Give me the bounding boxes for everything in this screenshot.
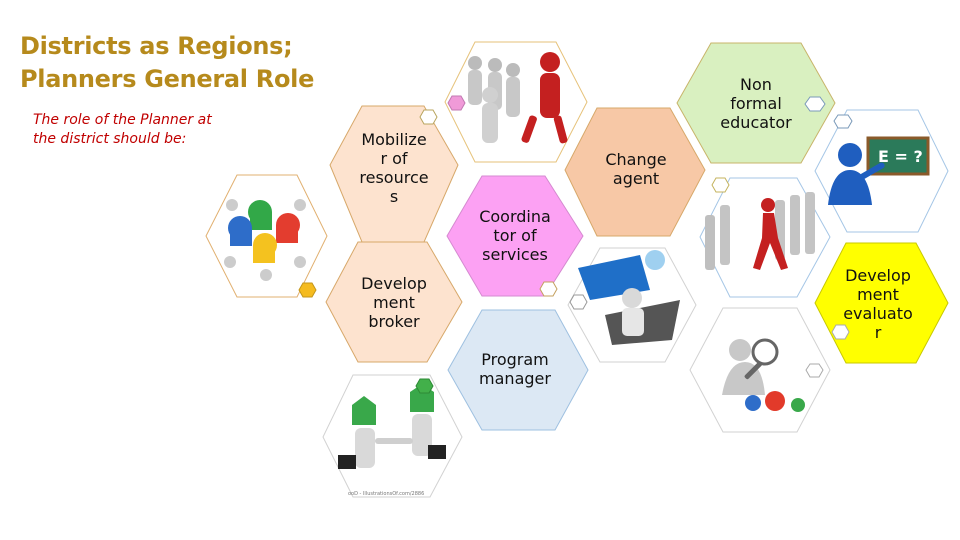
role-hex-program-manager <box>447 309 589 431</box>
teacher-blackboard-icon: E = ? <box>828 136 930 205</box>
svg-text:E = ?: E = ? <box>878 147 923 166</box>
image-hex-teamwork <box>205 174 328 298</box>
watermark: ooD - IllustrationsOf.com/2886 <box>348 491 424 497</box>
teamwork-puzzle-people-icon <box>224 199 306 281</box>
role-label-change-agent: Change agent <box>605 150 667 188</box>
runner-breaking-out-icon <box>705 192 815 270</box>
handshake-business-icon: ooD - IllustrationsOf.com/2886 <box>338 384 446 497</box>
page-title: Districts as Regions; Planners General R… <box>20 32 315 93</box>
image-hex-handshake: ooD - IllustrationsOf.com/2886 <box>322 374 463 498</box>
role-label-evaluator: Develop ment evaluato r <box>843 266 913 342</box>
role-label-broker: Develop ment broker <box>361 274 427 331</box>
leader-crowd-red-figure-icon <box>468 52 568 144</box>
image-hex-magnifier <box>689 307 831 433</box>
role-label-program-manager: Program manager <box>479 350 551 388</box>
image-hex-leader <box>444 41 588 163</box>
connector-hexagons <box>298 95 853 394</box>
image-hex-teacher: E = ? <box>814 109 949 233</box>
magnifier-gears-person-icon <box>722 338 805 412</box>
role-hex-educator <box>676 42 836 164</box>
image-hex-puzzle <box>567 247 697 363</box>
role-hex-change-agent <box>564 107 706 237</box>
role-label-educator: Non formal educator <box>720 75 792 132</box>
image-hex-runner <box>699 177 831 298</box>
role-label-coordinator: Coordina tor of services <box>479 207 551 264</box>
role-label-mobilizer: Mobilize r of resource s <box>359 130 429 206</box>
role-hex-broker <box>325 241 463 363</box>
puzzle-piece-person-icon <box>578 250 680 345</box>
page-subtitle: The role of the Planner at the district … <box>33 112 212 147</box>
